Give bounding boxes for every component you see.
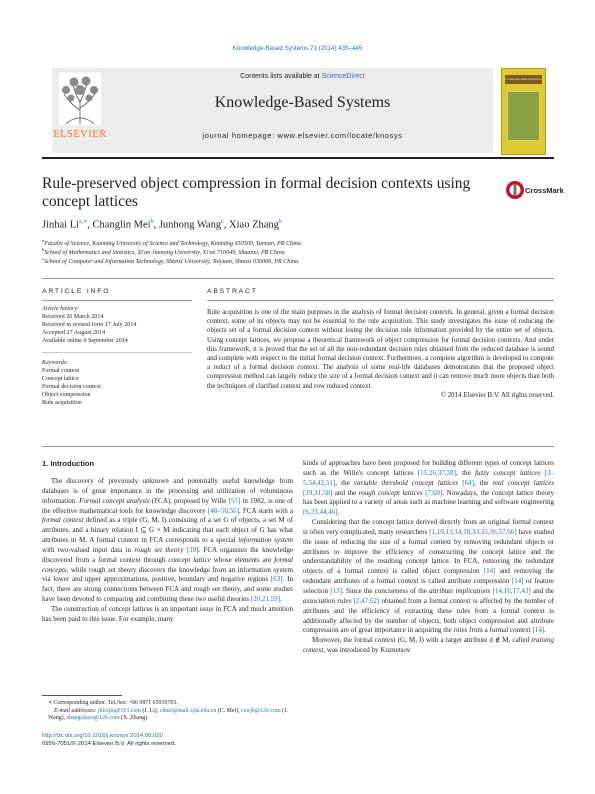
cover-title-band: Knowledge-Based Systems bbox=[505, 75, 542, 84]
keywords: Keywords: Formal context Concept lattice… bbox=[42, 359, 101, 407]
left-column-body: The discovery of previously unknown and … bbox=[42, 477, 293, 625]
contents-prefix: Contents lists available at bbox=[240, 73, 322, 80]
cover-title: Knowledge-Based Systems bbox=[505, 77, 542, 81]
author-name: Xiao Zhang bbox=[229, 219, 279, 231]
section-heading-introduction: 1. Introduction bbox=[42, 459, 95, 468]
citation-link[interactable]: [14,16,17,43] bbox=[492, 586, 531, 595]
info-rule bbox=[42, 300, 192, 301]
author-list: Jinhai Lia,∗, Changlin Meib, Junhong Wan… bbox=[42, 219, 282, 231]
affiliation: cSchool of Computer and Information Tech… bbox=[42, 256, 298, 265]
citation-link[interactable]: [6,23,44,46] bbox=[303, 508, 338, 517]
affiliation-text: School of Computer and Information Techn… bbox=[44, 259, 299, 266]
affiliation: bSchool of Mathematics and Statistics, X… bbox=[42, 247, 285, 256]
citation-link[interactable]: [7,60] bbox=[425, 488, 443, 497]
affiliation-rule bbox=[42, 278, 554, 279]
journal-title: Knowledge-Based Systems bbox=[214, 94, 391, 111]
corresponding-author-note: ∗ Corresponding author. Tel./fax: +86 08… bbox=[48, 700, 178, 706]
author-name: Junhong Wang bbox=[158, 219, 222, 231]
paragraph: The construction of concept lattices is … bbox=[42, 604, 293, 623]
sciencedirect-link[interactable]: ScienceDirect bbox=[321, 73, 365, 80]
affiliation-text: Faculty of Science, Kunming University o… bbox=[44, 241, 301, 248]
cover-image bbox=[507, 91, 540, 141]
history-received: Received 26 March 2014 bbox=[42, 314, 104, 320]
keyword: Rule acquisition bbox=[42, 400, 82, 406]
author-affil-mark[interactable]: b bbox=[150, 219, 154, 225]
paragraph: The discovery of previously unknown and … bbox=[42, 477, 294, 604]
citation-link[interactable]: [1,10,13,14,18,33,35,36,57,66] bbox=[429, 527, 517, 536]
citation-link[interactable]: [14] bbox=[483, 567, 496, 576]
email-link[interactable]: cswjh@126.com bbox=[241, 707, 281, 714]
author-affil-mark[interactable]: a,∗ bbox=[79, 219, 88, 225]
citation-link[interactable]: [15,26,37,38] bbox=[417, 468, 456, 477]
abstract-body: Rule acquisition is one of the main purp… bbox=[207, 308, 554, 400]
citation-link[interactable]: [14] bbox=[532, 626, 545, 635]
paragraph: Considering that the concept lattice der… bbox=[303, 518, 555, 635]
citation-link[interactable]: [55] bbox=[228, 496, 241, 505]
history-online: Available online 6 September 2014 bbox=[42, 338, 128, 344]
affiliation-mark: c bbox=[42, 256, 44, 261]
citation-link[interactable]: [13] bbox=[330, 586, 343, 595]
email-addresses: E-mail addresses: jhlixjtu@163.com (J. L… bbox=[48, 707, 288, 722]
email-link[interactable]: clmei@mail.xjtu.edu.cn bbox=[159, 707, 217, 714]
crossmark-icon[interactable] bbox=[505, 180, 525, 205]
keyword: Object compression bbox=[42, 392, 91, 398]
citation-link[interactable]: [63] bbox=[270, 575, 283, 584]
affiliation-text: School of Mathematics and Statistics, Xi… bbox=[44, 250, 285, 257]
journal-cover-thumbnail: Knowledge-Based Systems bbox=[501, 68, 546, 155]
journal-banner bbox=[52, 68, 493, 153]
citation-link[interactable]: [3–5,34,42,51] bbox=[303, 468, 554, 487]
citation-link[interactable]: [19,31,58] bbox=[303, 488, 333, 497]
keyword: Concept lattice bbox=[42, 376, 79, 382]
citation-link[interactable]: [20,21,59] bbox=[250, 595, 281, 604]
citation-link[interactable]: [48–50,56] bbox=[207, 506, 240, 515]
affiliation-mark: a bbox=[42, 238, 45, 243]
doi-link[interactable]: http://dx.doi.org/10.1016/j.knosys.2014.… bbox=[42, 733, 163, 739]
history-revised: Received in revised form 17 July 2014 bbox=[42, 322, 137, 328]
paragraph: Moreover, the formal context (G, M, I) w… bbox=[303, 636, 554, 655]
doi-block: http://dx.doi.org/10.1016/j.knosys.2014.… bbox=[42, 732, 176, 748]
article-history: Article history: Received 26 March 2014 … bbox=[42, 305, 136, 345]
crossmark-label[interactable]: CrossMark bbox=[525, 186, 564, 195]
history-label: Article history: bbox=[42, 306, 80, 312]
keyword: Formal context bbox=[42, 368, 80, 374]
keywords-rule bbox=[42, 352, 192, 353]
email-link[interactable]: zhangxiaoo@126.com bbox=[66, 715, 120, 721]
abstract-text: Rule acquisition is one of the main purp… bbox=[207, 309, 554, 390]
affiliation: aFaculty of Science, Kunming University … bbox=[42, 238, 301, 247]
issn-copyright: 0950-7051/© 2014 Elsevier B.V. All right… bbox=[42, 741, 176, 747]
contents-line: Contents lists available at ScienceDirec… bbox=[110, 73, 495, 80]
footnote-rule bbox=[42, 695, 122, 696]
author-name: Jinhai Li bbox=[42, 219, 80, 231]
article-title: Rule-preserved object compression in for… bbox=[42, 175, 471, 210]
publisher-logo-text: ELSEVIER bbox=[53, 129, 107, 140]
header-rule bbox=[42, 157, 554, 159]
journal-homepage[interactable]: journal homepage: www.elsevier.com/locat… bbox=[202, 131, 403, 140]
abstract-bottom-rule bbox=[42, 446, 554, 447]
citation-link[interactable]: [64] bbox=[462, 478, 474, 487]
abstract-copyright: © 2014 Elsevier B.V. All rights reserved… bbox=[440, 391, 554, 399]
citation-link[interactable]: [2,47,62] bbox=[353, 596, 380, 605]
footnotes: ∗ Corresponding author. Tel./fax: +86 08… bbox=[48, 700, 293, 723]
journal-reference[interactable]: Knowledge-Based Systems 71 (2014) 435–44… bbox=[232, 45, 363, 52]
elsevier-tree-logo bbox=[52, 70, 108, 132]
author-affil-mark[interactable]: c bbox=[221, 219, 224, 225]
abstract-rule bbox=[207, 300, 554, 301]
affiliation-mark: b bbox=[42, 247, 45, 252]
abstract-heading: ABSTRACT bbox=[207, 288, 258, 295]
email-link[interactable]: jhlixjtu@163.com bbox=[97, 707, 141, 714]
author-name: Changlin Mei bbox=[92, 219, 151, 231]
right-column-body: kinds of approaches have been proposed f… bbox=[303, 459, 554, 656]
author-affil-mark[interactable]: b bbox=[278, 219, 282, 225]
citation-link[interactable]: [14] bbox=[511, 577, 524, 586]
article-info-heading: ARTICLE INFO bbox=[42, 288, 111, 295]
citation-link[interactable]: [39] bbox=[186, 545, 199, 554]
keyword: Formal decision context bbox=[42, 384, 101, 390]
paragraph: kinds of approaches have been proposed f… bbox=[303, 459, 554, 517]
keywords-label: Keywords: bbox=[42, 360, 69, 366]
history-accepted: Accepted 27 August 2014 bbox=[42, 330, 106, 336]
